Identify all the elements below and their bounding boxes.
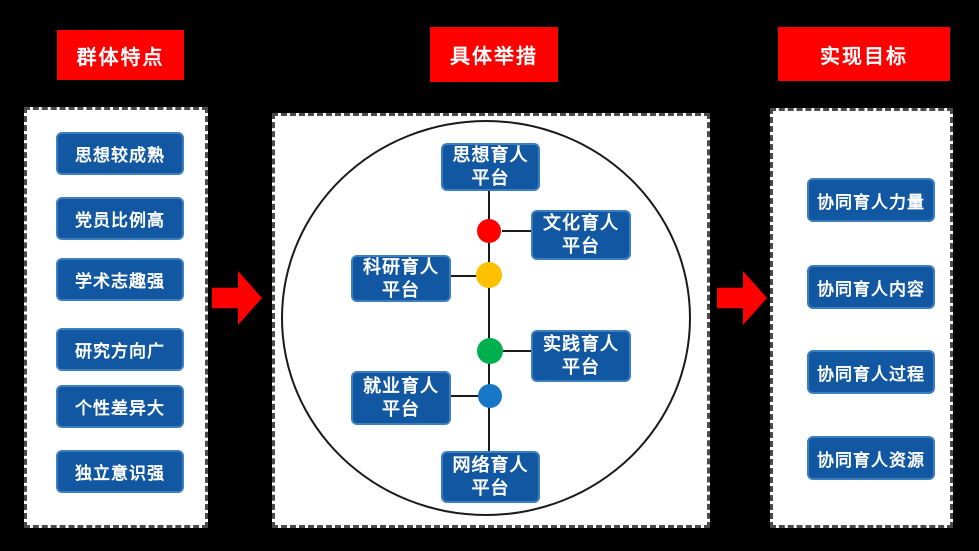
platform-practice: 实践育人 平台 bbox=[531, 330, 631, 382]
trait-item: 独立意识强 bbox=[56, 450, 184, 493]
goal-item: 协同育人过程 bbox=[807, 350, 935, 394]
panel-goals: 协同育人力量 协同育人内容 协同育人过程 协同育人资源 bbox=[770, 108, 953, 528]
right-arrow-icon bbox=[717, 271, 767, 325]
platforms-circle bbox=[281, 120, 691, 516]
trait-item: 党员比例高 bbox=[56, 197, 184, 240]
trait-item: 学术志趣强 bbox=[56, 258, 184, 301]
connector-line bbox=[451, 275, 490, 277]
trait-item: 思想较成熟 bbox=[56, 132, 184, 175]
red-node-dot bbox=[477, 219, 501, 243]
green-node-dot bbox=[477, 338, 503, 364]
platform-network: 网络育人 平台 bbox=[441, 451, 540, 503]
goal-item: 协同育人资源 bbox=[807, 436, 935, 480]
trait-item: 个性差异大 bbox=[56, 385, 184, 428]
connector-line bbox=[451, 395, 491, 397]
platform-ideology: 思想育人 平台 bbox=[441, 143, 540, 191]
platform-spine-line bbox=[488, 191, 490, 451]
blue-node-dot bbox=[478, 384, 502, 408]
connector-line bbox=[502, 230, 531, 232]
platform-employment: 就业育人 平台 bbox=[351, 371, 451, 425]
connector-line bbox=[503, 350, 531, 352]
right-arrow-icon bbox=[212, 271, 262, 325]
panel-group-traits: 思想较成熟 党员比例高 学术志趣强 研究方向广 个性差异大 独立意识强 bbox=[24, 107, 208, 528]
goal-item: 协同育人力量 bbox=[807, 178, 935, 222]
trait-item: 研究方向广 bbox=[56, 328, 184, 371]
header-goals: 实现目标 bbox=[778, 27, 950, 81]
gold-node-dot bbox=[476, 262, 502, 288]
platform-culture: 文化育人 平台 bbox=[531, 210, 631, 260]
header-group-traits: 群体特点 bbox=[57, 30, 184, 80]
panel-measures: 思想育人 平台 文化育人 平台 科研育人 平台 实践育人 平台 就业育人 平台 … bbox=[272, 113, 710, 528]
platform-research: 科研育人 平台 bbox=[351, 255, 451, 302]
goal-item: 协同育人内容 bbox=[807, 265, 935, 309]
header-measures: 具体举措 bbox=[430, 27, 558, 82]
